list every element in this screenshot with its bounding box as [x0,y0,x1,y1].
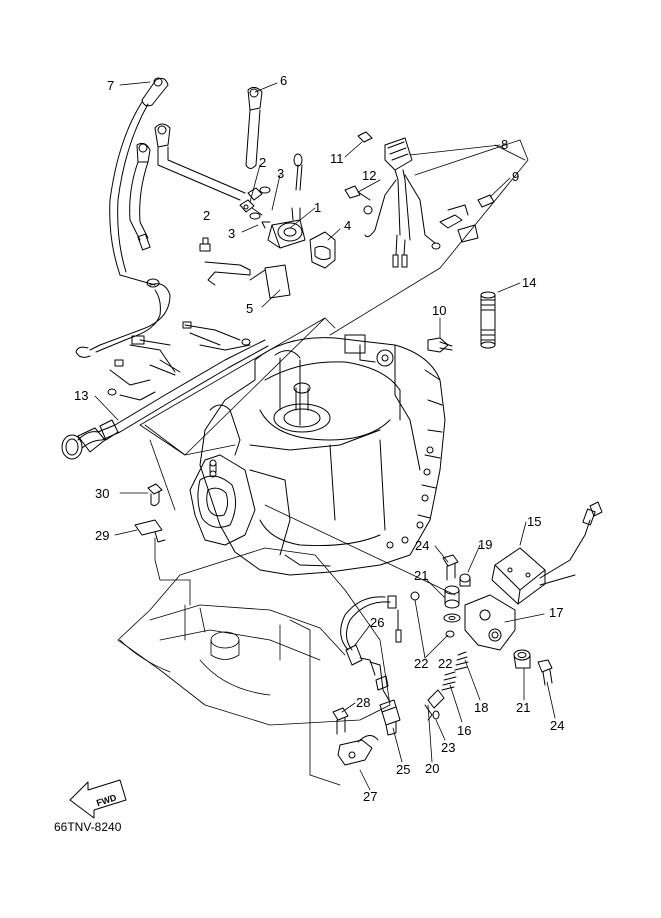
bracket-17 [464,594,516,651]
bolt-28 [332,707,349,735]
callout-10: 10 [432,303,446,318]
drawing-code: 66TNV-8240 [54,820,122,834]
bolt-10 [427,337,453,353]
callout-8: 8 [501,137,508,152]
callout-26: 26 [370,615,384,630]
callout-23: 23 [441,740,455,755]
callout-25: 25 [396,762,410,777]
leader-lines [94,81,556,791]
harness-panel-outline [139,139,529,456]
callout-14: 14 [522,275,536,290]
callout-6: 6 [280,73,287,88]
wire-harness-13 [61,321,269,460]
callout-5: 5 [246,301,253,316]
callout-16: 16 [457,723,471,738]
battery-cable-6 [245,86,263,169]
engine-block [189,334,446,576]
callout-18: 18 [474,700,488,715]
callout-22: 22 [414,656,428,671]
callout-12: 12 [362,168,376,183]
relay-holder-4 [309,231,336,269]
spring-16 [441,671,457,691]
neutral-switch-25 [379,699,401,736]
callout-22: 22 [438,656,452,671]
callout-27: 27 [363,789,377,804]
callout-1: 1 [314,200,321,215]
bolt-24a [442,554,459,581]
callout-20: 20 [425,761,439,776]
callout-28: 28 [356,695,370,710]
washers-nuts [239,186,271,220]
callout-9: 9 [512,169,519,184]
callout-17: 17 [549,605,563,620]
callout-21: 21 [516,700,530,715]
rectifier [344,131,495,268]
starter-relay [261,153,306,249]
callout-24: 24 [550,718,564,733]
battery-cable-short [129,123,246,251]
cdi-unit-15 [491,501,603,605]
callout-24: 24 [415,538,429,553]
bolt-30 [147,483,163,507]
plate-29 [134,519,166,543]
collar-21b [513,649,531,669]
part-19 [459,573,471,587]
lower-cowling-outline [117,547,391,726]
callout-19: 19 [478,537,492,552]
callout-21: 21 [414,568,428,583]
callout-numbers: 1 2 2 3 3 4 5 6 7 8 9 10 11 12 13 14 15 … [74,73,564,804]
fwd-arrow-icon [69,779,127,819]
lead-26 [340,595,402,703]
callout-2: 2 [259,155,266,170]
collar-21a [444,585,460,609]
callout-3: 3 [228,226,235,241]
pin-20-23 [424,689,445,721]
spring-18 [454,651,469,671]
callout-4: 4 [344,218,351,233]
callout-7: 7 [107,78,114,93]
callout-15: 15 [527,514,541,529]
clamp-27 [337,735,379,766]
pipe-14 [480,291,496,349]
callout-11: 11 [330,151,344,166]
washer-22 [410,591,461,638]
callout-3: 3 [277,166,284,181]
bracket-5 [199,237,291,299]
callout-29: 29 [95,528,109,543]
callout-30: 30 [95,486,109,501]
bolt-24b [537,659,553,686]
callout-13: 13 [74,388,88,403]
battery-cable-7 [75,77,171,358]
callout-2: 2 [203,208,210,223]
